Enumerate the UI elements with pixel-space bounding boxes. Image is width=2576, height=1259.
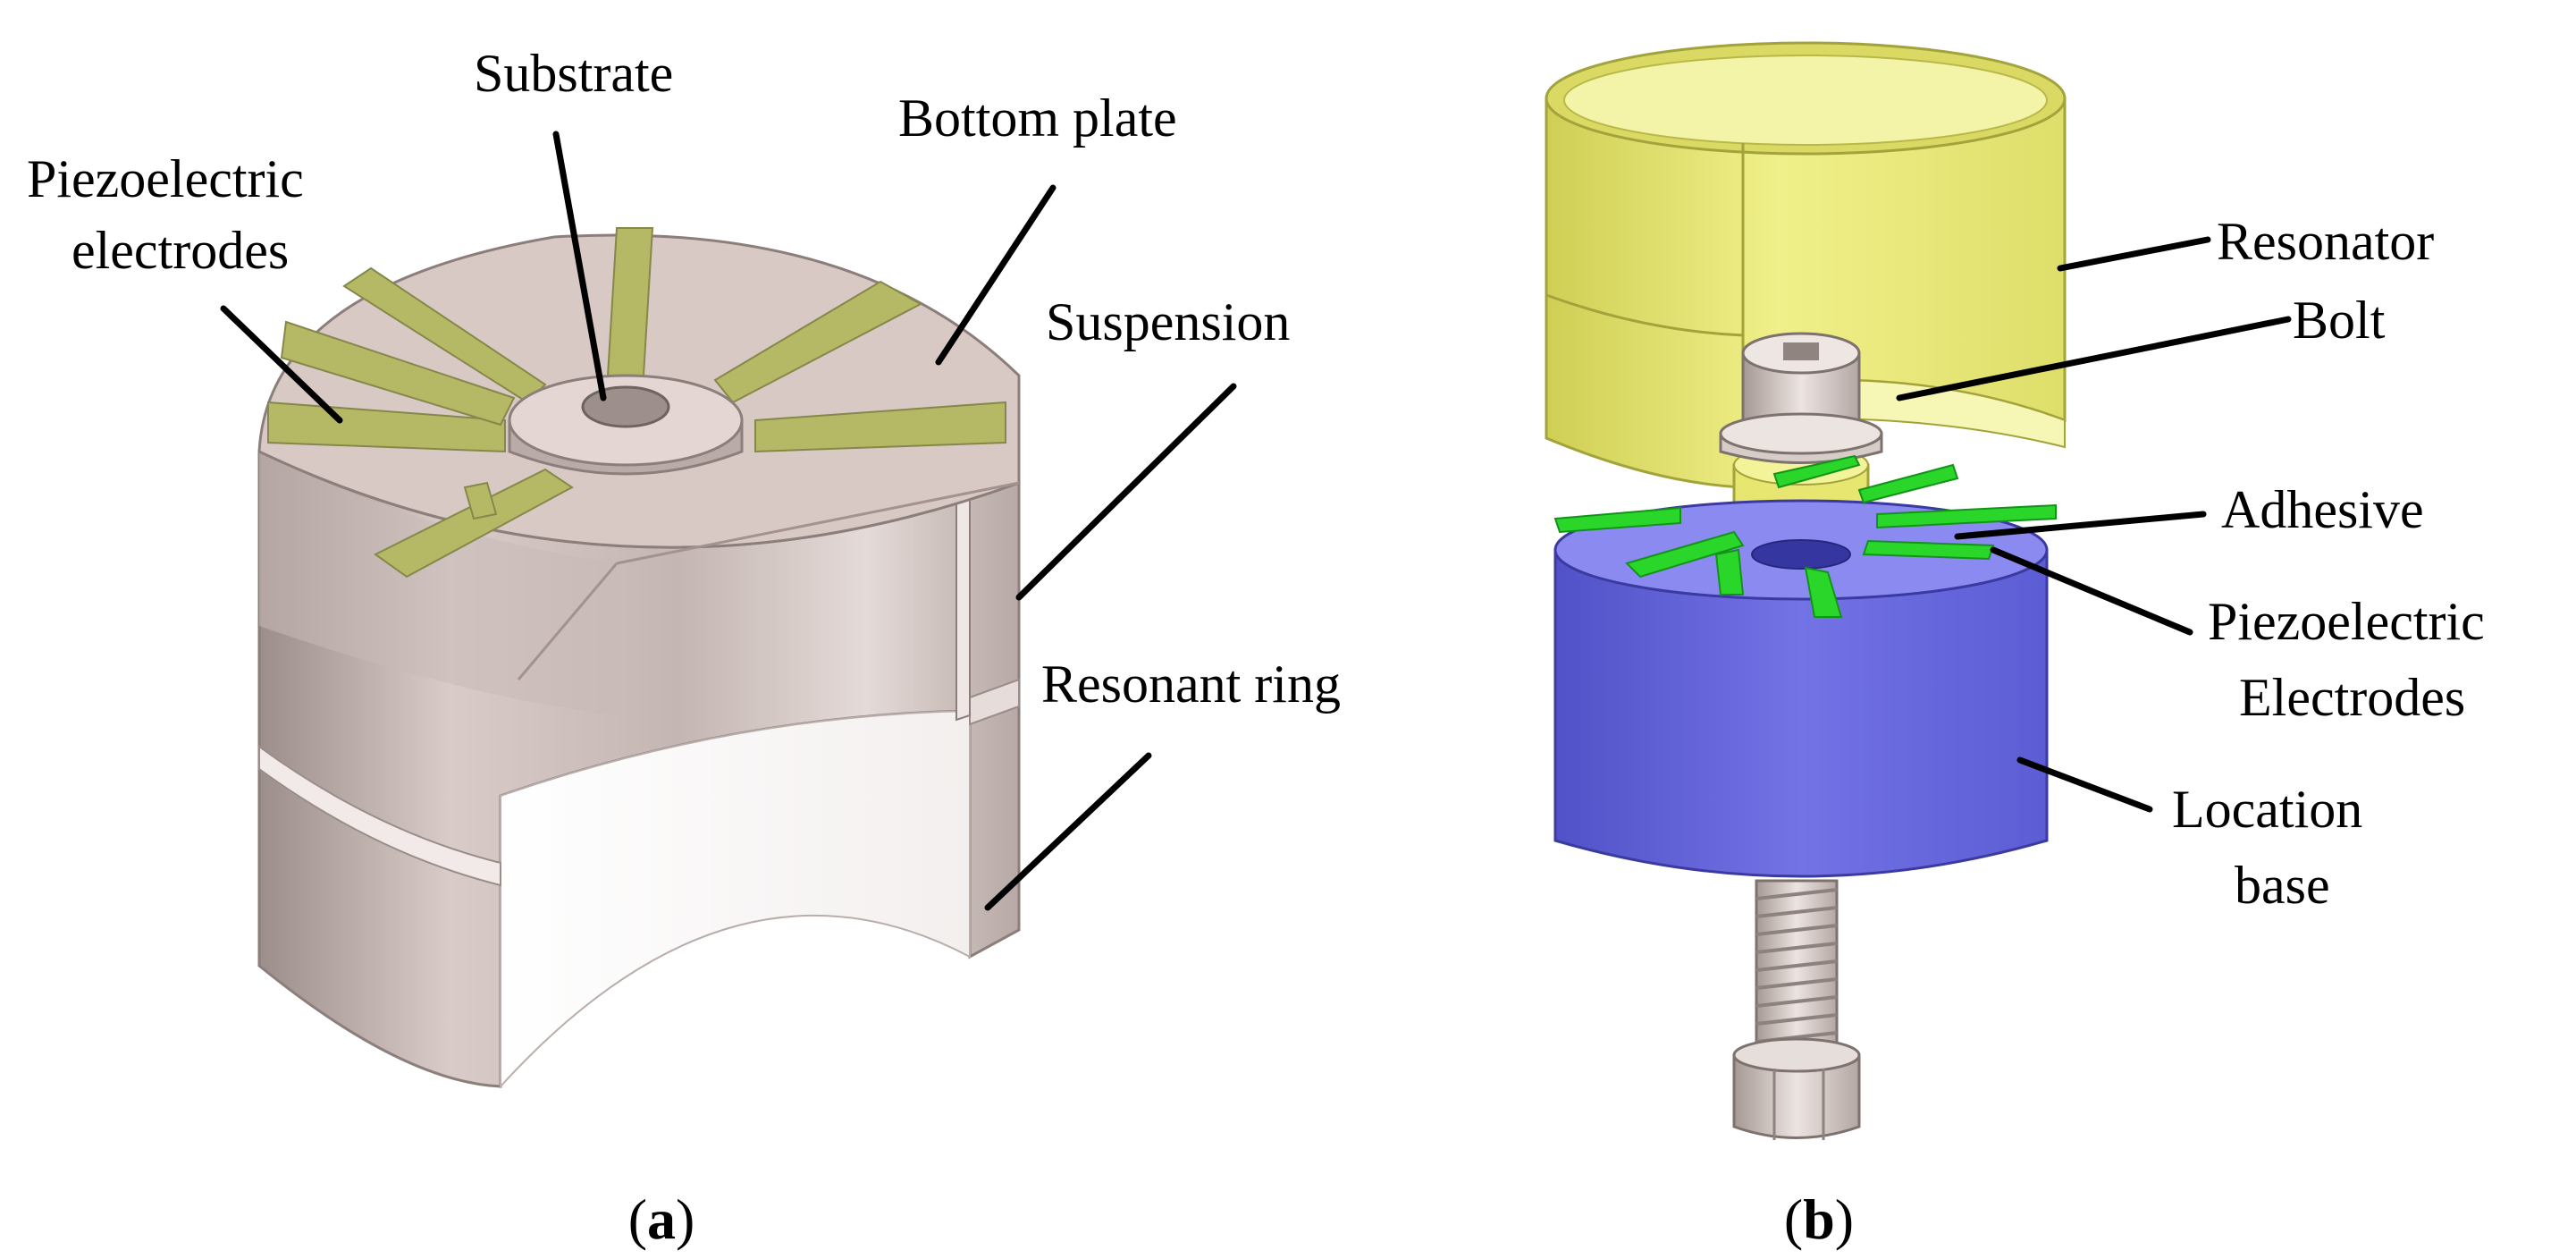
leader-resonator <box>2057 236 2211 272</box>
leader-resonant-ring <box>984 752 1152 911</box>
caption-a: (a) <box>628 1187 695 1251</box>
leader-adhesive <box>1954 511 2207 540</box>
caption-b: (b) <box>1784 1187 1854 1251</box>
label-substrate: Substrate <box>474 44 673 103</box>
label-piezoelectric-line2: Electrodes <box>2239 668 2465 727</box>
panel-a: Substrate Bottom plate Piezoelectric ele… <box>27 44 1341 1251</box>
label-adhesive: Adhesive <box>2221 480 2424 539</box>
leader-location-base <box>2016 756 2153 813</box>
caption-a-letter: a <box>647 1187 676 1251</box>
threaded-stud <box>1732 879 1861 1140</box>
nut <box>1732 1053 1861 1139</box>
adhesive <box>1553 454 2057 618</box>
label-bottom-plate: Bottom plate <box>898 89 1177 148</box>
label-resonant-ring: Resonant ring <box>1041 655 1341 714</box>
label-piezoelectric-line1: Piezoelectric <box>27 149 304 208</box>
label-location-line1: Location <box>2172 780 2362 839</box>
caption-b-close: ) <box>1835 1187 1854 1251</box>
caption-b-open: ( <box>1784 1187 1803 1251</box>
leader-substrate <box>552 131 607 401</box>
resonator <box>1545 41 2067 527</box>
caption-a-open: ( <box>628 1187 647 1251</box>
label-bolt: Bolt <box>2293 291 2386 350</box>
location-base <box>1553 499 2049 878</box>
leader-suspension <box>1015 383 1237 601</box>
substrate <box>508 374 744 476</box>
leader-piezoelectric-electrodes <box>220 305 343 424</box>
leader-bolt <box>1896 316 2292 401</box>
piezoelectric-electrodes <box>267 227 1006 579</box>
caption-a-close: ) <box>676 1187 695 1251</box>
caption-b-letter: b <box>1803 1187 1835 1251</box>
label-location-line2: base <box>2235 856 2330 915</box>
label-resonator: Resonator <box>2217 212 2434 271</box>
leader-piezoelectric-electrodes <box>1990 546 2193 636</box>
leader-bottom-plate <box>935 184 1056 366</box>
panel-b: Resonator Bolt Adhesive Piezoelectric El… <box>1545 41 2485 1251</box>
label-piezoelectric-line2: electrodes <box>72 221 289 280</box>
label-suspension: Suspension <box>1046 292 1290 351</box>
sensor-body <box>257 449 1021 1089</box>
label-piezoelectric-line1: Piezoelectric <box>2208 592 2485 651</box>
